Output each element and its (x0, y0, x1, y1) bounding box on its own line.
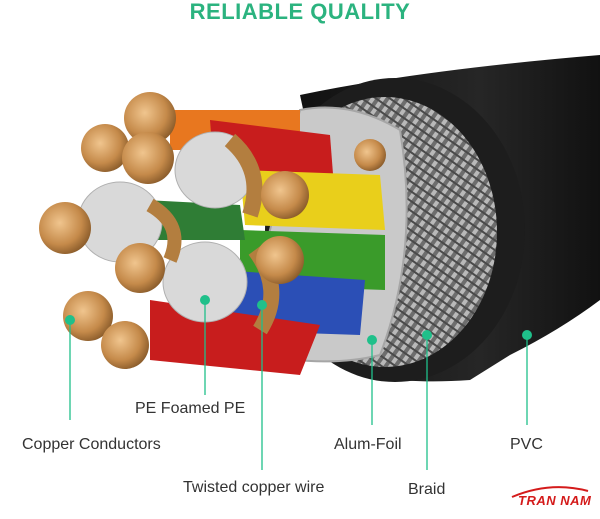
label-pe-foamed: PE Foamed PE (135, 400, 246, 417)
brand-swoosh-icon (511, 486, 589, 498)
callout-dots (65, 295, 532, 345)
label-pvc: PVC (510, 436, 543, 453)
callout-dot-braid (422, 330, 432, 340)
callout-dot-pvc (522, 330, 532, 340)
brand-logo: TRAN NAM (518, 493, 592, 508)
callout-dot-pe (200, 295, 210, 305)
label-alum-foil: Alum-Foil (334, 436, 402, 453)
callout-dot-alum (367, 335, 377, 345)
callout-lines (69, 300, 528, 470)
callout-dot-copper (65, 315, 75, 325)
label-braid: Braid (408, 481, 446, 498)
copper-conductors (39, 92, 386, 369)
page-title: RELIABLE QUALITY (189, 0, 411, 24)
label-twisted-copper: Twisted copper wire (183, 479, 325, 496)
label-copper-conductors: Copper Conductors (22, 436, 161, 453)
callout-dot-twisted (257, 300, 267, 310)
